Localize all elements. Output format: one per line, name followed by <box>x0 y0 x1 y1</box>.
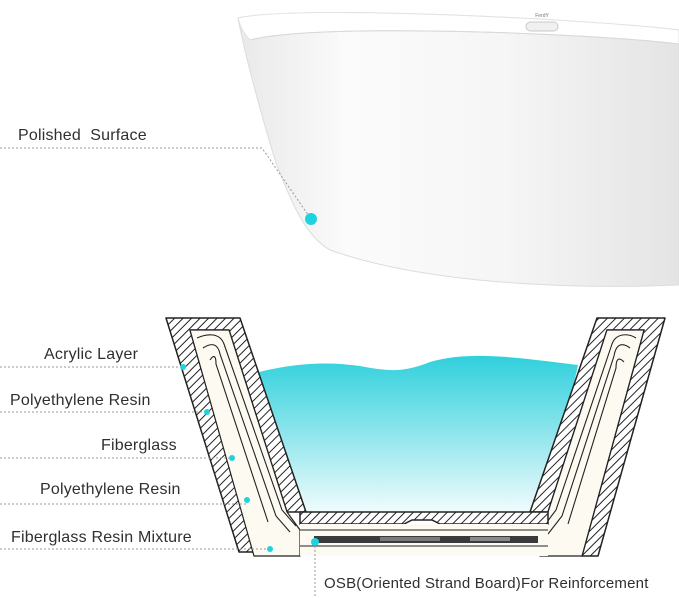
bathtub-shell: FerdY <box>237 12 679 287</box>
polished-surface-marker <box>305 213 317 225</box>
fiberglass-resin-mixture-marker <box>267 546 273 552</box>
left-wall-layer-lines <box>196 334 297 533</box>
floor-layer-lines <box>300 529 548 547</box>
label-fiberglass-resin-mixture: Fiberglass Resin Mixture <box>11 529 192 546</box>
label-polyethylene-resin-2: Polyethylene Resin <box>40 481 181 498</box>
right-wall-layer-lines <box>543 334 637 535</box>
tub-logo: FerdY <box>535 13 549 19</box>
acrylic-layer-marker <box>180 364 186 370</box>
overflow-drain <box>525 21 559 32</box>
osb-board-highlight <box>380 537 440 541</box>
polyethylene-resin-1-marker <box>204 409 210 415</box>
polished-surface-leader <box>0 147 312 220</box>
label-osb: OSB(Oriented Strand Board)For Reinforcem… <box>324 575 649 592</box>
layer-leaders <box>0 366 316 598</box>
label-polished-surface: Polished Surface <box>18 127 147 144</box>
cross-section <box>165 317 666 557</box>
layer-markers <box>180 364 319 552</box>
label-acrylic-layer: Acrylic Layer <box>44 346 139 363</box>
osb-board-highlight-2 <box>470 537 510 541</box>
tub-inner-edge <box>249 30 679 45</box>
tub-body <box>237 12 679 287</box>
osb-marker <box>311 538 319 546</box>
fiberglass-marker <box>229 455 235 461</box>
floor-shell <box>299 511 549 525</box>
polyethylene-resin-2-marker <box>244 497 250 503</box>
label-polyethylene-resin-1: Polyethylene Resin <box>10 392 151 409</box>
water <box>259 355 578 514</box>
label-fiberglass: Fiberglass <box>101 437 177 454</box>
